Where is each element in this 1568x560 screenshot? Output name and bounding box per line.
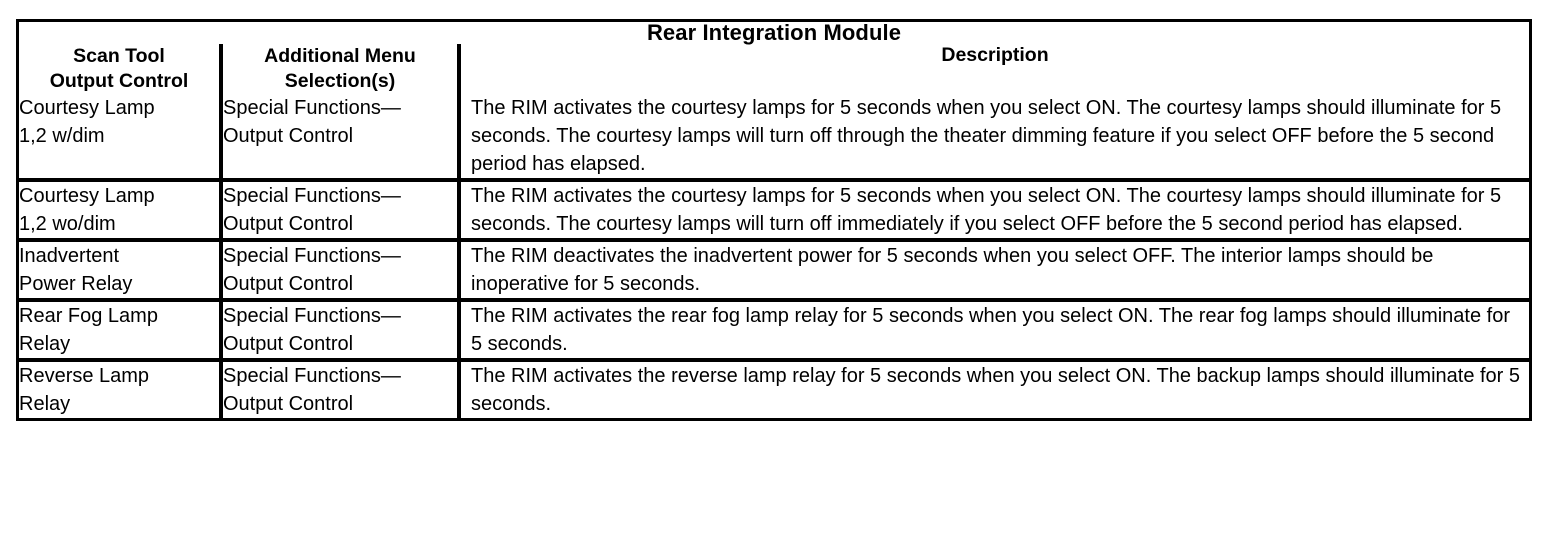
- table-row: Inadvertent Power Relay Special Function…: [19, 239, 1529, 302]
- cell-description: The RIM activates the courtesy lamps for…: [459, 179, 1529, 242]
- cell-scan-tool-output-control: Courtesy Lamp 1,2 w/dim: [19, 93, 223, 182]
- table-row: Courtesy Lamp 1,2 w/dim Special Function…: [19, 93, 1529, 182]
- column-header-scan-tool-output-control: Scan Tool Output Control: [19, 44, 223, 94]
- cell-additional-menu-selection: Special Functions— Output Control: [221, 239, 461, 302]
- cell-scan-tool-output-control: Reverse Lamp Relay: [19, 359, 223, 418]
- table-row: Courtesy Lamp 1,2 wo/dim Special Functio…: [19, 179, 1529, 242]
- cell-scan-tool-output-control: Inadvertent Power Relay: [19, 239, 223, 302]
- rear-integration-module-table: Rear Integration Module Scan Tool Output…: [16, 19, 1532, 421]
- cell-description: The RIM activates the courtesy lamps for…: [459, 93, 1529, 182]
- cell-additional-menu-selection: Special Functions— Output Control: [221, 299, 461, 362]
- table-row: Rear Fog Lamp Relay Special Functions— O…: [19, 299, 1529, 362]
- cell-scan-tool-output-control: Courtesy Lamp 1,2 wo/dim: [19, 179, 223, 242]
- cell-scan-tool-output-control: Rear Fog Lamp Relay: [19, 299, 223, 362]
- column-header-additional-menu-selections: Additional Menu Selection(s): [221, 44, 461, 94]
- table-header-row: Scan Tool Output Control Additional Menu…: [19, 44, 1529, 94]
- table-title: Rear Integration Module: [19, 22, 1529, 44]
- cell-description: The RIM activates the reverse lamp relay…: [459, 359, 1529, 418]
- cell-additional-menu-selection: Special Functions— Output Control: [221, 179, 461, 242]
- cell-additional-menu-selection: Special Functions— Output Control: [221, 359, 461, 418]
- table-row: Reverse Lamp Relay Special Functions— Ou…: [19, 359, 1529, 418]
- cell-description: The RIM deactivates the inadvertent powe…: [459, 239, 1529, 302]
- table-title-row: Rear Integration Module: [19, 22, 1529, 44]
- cell-additional-menu-selection: Special Functions— Output Control: [221, 93, 461, 182]
- cell-description: The RIM activates the rear fog lamp rela…: [459, 299, 1529, 362]
- column-header-description: Description: [459, 44, 1529, 94]
- spec-table: Rear Integration Module Scan Tool Output…: [19, 22, 1529, 418]
